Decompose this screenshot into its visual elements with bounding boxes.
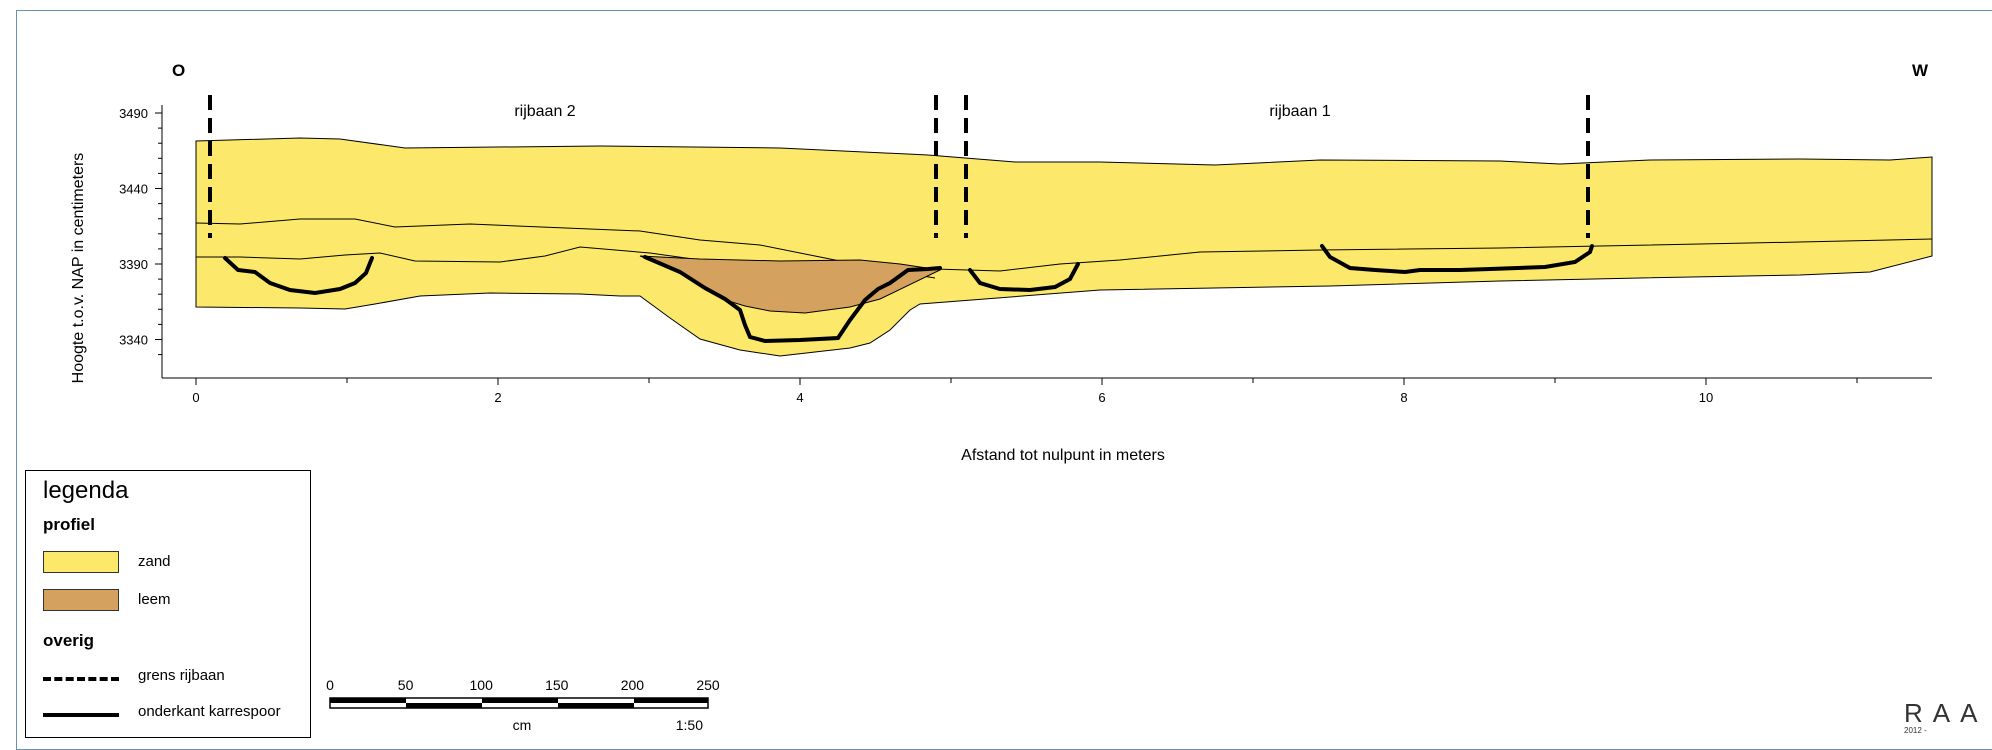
road-label-1: rijbaan 1 [1269, 103, 1330, 120]
scale-bar: 0 50 100 150 200 250 cm 1:50 [326, 677, 720, 733]
raa-logo: RAA [1904, 698, 1988, 728]
y-tick-label: 3490 [119, 106, 148, 121]
legend-section-other: overig [43, 631, 95, 650]
sand-layer [195, 137, 1933, 357]
orientation-right: W [1912, 61, 1929, 80]
scale-unit: cm [513, 717, 532, 733]
legend-label-cart-track: onderkant karrespoor [138, 703, 281, 720]
road-boundaries [208, 95, 1590, 238]
x-tick-label: 0 [192, 390, 199, 405]
legend-swatch-loam [43, 589, 119, 611]
scale-label: 250 [696, 677, 720, 693]
x-tick-label: 4 [796, 390, 803, 405]
y-axis-ticks: 3490 3440 3390 3340 [119, 106, 162, 356]
y-tick-label: 3440 [119, 182, 148, 197]
scale-label: 0 [326, 677, 334, 693]
x-axis-label: Afstand tot nulpunt in meters [961, 447, 1165, 464]
road-label-2: rijbaan 2 [514, 103, 575, 120]
legend-label-loam: leem [138, 591, 171, 608]
scale-label: 50 [398, 677, 414, 693]
layer-boundary-upper [195, 218, 936, 279]
x-tick-label: 8 [1400, 390, 1407, 405]
scale-label: 200 [621, 677, 645, 693]
x-tick-label: 10 [1699, 390, 1713, 405]
legend-label-road-boundary: grens rijbaan [138, 667, 225, 684]
y-axis-label: Hoogte t.o.v. NAP in centimeters [70, 153, 87, 384]
x-tick-label: 2 [494, 390, 501, 405]
scale-label: 150 [545, 677, 569, 693]
legend-section-profile: profiel [43, 515, 95, 534]
raa-logo-subtext: 2012 - [1904, 726, 1927, 735]
y-tick-label: 3340 [119, 333, 148, 348]
orientation-left: O [172, 61, 185, 80]
scale-ratio: 1:50 [676, 717, 703, 733]
legend-label-sand: zand [138, 553, 171, 570]
x-axis-ticks: 0 2 4 6 8 10 [192, 378, 1858, 405]
legend-box: legenda profiel zand leem overig grens r… [25, 470, 311, 738]
cart-track-bottoms [223, 244, 1594, 344]
legend-swatch-sand [43, 551, 119, 573]
legend-line-solid [43, 713, 119, 717]
scale-label: 100 [470, 677, 494, 693]
x-tick-label: 6 [1098, 390, 1105, 405]
y-tick-label: 3390 [119, 257, 148, 272]
legend-line-dashed [43, 677, 119, 681]
legend-title: legenda [43, 477, 129, 504]
